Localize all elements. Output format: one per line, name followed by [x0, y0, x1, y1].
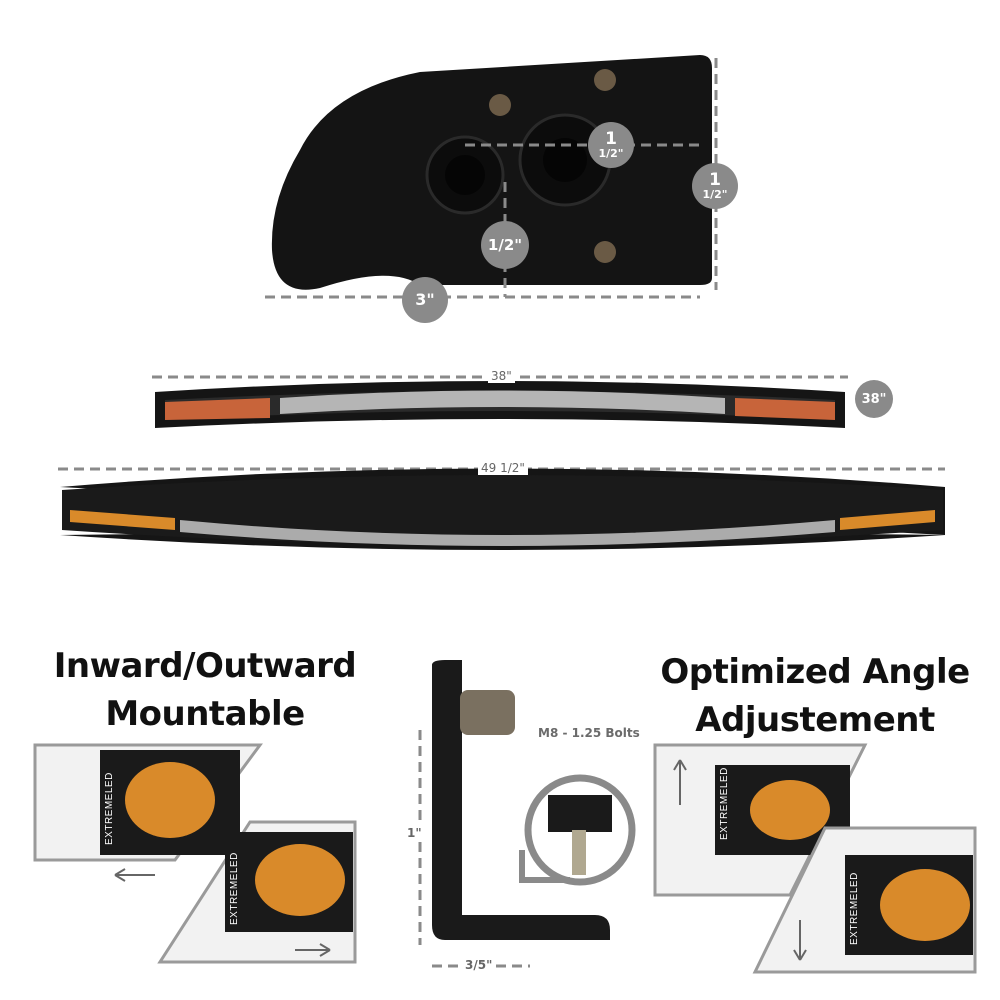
arrow-left-icon	[114, 868, 155, 882]
inward-outward-panels	[33, 743, 357, 964]
curved-bracket	[271, 55, 712, 290]
hole-spacing-badge: 1 1/2"	[588, 122, 634, 168]
bar-49-length: 49 1/2"	[478, 461, 528, 475]
feature-title-inward-outward: Inward/Outward Mountable	[20, 642, 390, 738]
bolt-spec: M8 - 1.25 Bolts	[538, 726, 640, 740]
bar-38-length: 38"	[488, 369, 515, 383]
badge-frac: 1/2"	[702, 188, 728, 201]
screw-icon	[594, 69, 616, 91]
height-badge: 1 1/2"	[692, 163, 738, 209]
arrow-right-icon	[295, 943, 331, 957]
badge-whole: 1	[709, 170, 721, 190]
feature-title-angle: Optimized Angle Adjustement	[630, 648, 1000, 744]
arrow-down-icon	[793, 920, 807, 961]
title-line: Adjustement	[695, 700, 935, 740]
brand-label: EXTREMELED	[229, 852, 240, 925]
title-line: Optimized Angle	[660, 652, 970, 692]
badge-whole: 1	[605, 129, 617, 149]
bracket-height-label: 1"	[404, 826, 425, 840]
screw-icon	[489, 94, 511, 116]
brand-label: EXTREMELED	[719, 767, 730, 840]
bolt-icon	[572, 830, 586, 875]
bracket-width-label: 3/5"	[462, 958, 496, 972]
angle-adjustment-panels	[653, 743, 977, 974]
l-mount-bracket	[432, 660, 636, 940]
brand-label: EXTREMELED	[849, 872, 860, 945]
light-bar-49	[60, 468, 945, 550]
hole-offset-badge: 1/2"	[481, 221, 529, 269]
brand-label: EXTREMELED	[104, 772, 115, 845]
arrow-up-icon	[673, 759, 687, 805]
title-line: Mountable	[105, 694, 305, 734]
light-bar-38	[155, 381, 845, 428]
badge-frac: 1/2"	[598, 147, 624, 160]
bar-38-badge: 38"	[855, 380, 893, 418]
screw-icon	[594, 241, 616, 263]
title-line: Inward/Outward	[53, 646, 357, 686]
width-badge: 3"	[402, 277, 448, 323]
